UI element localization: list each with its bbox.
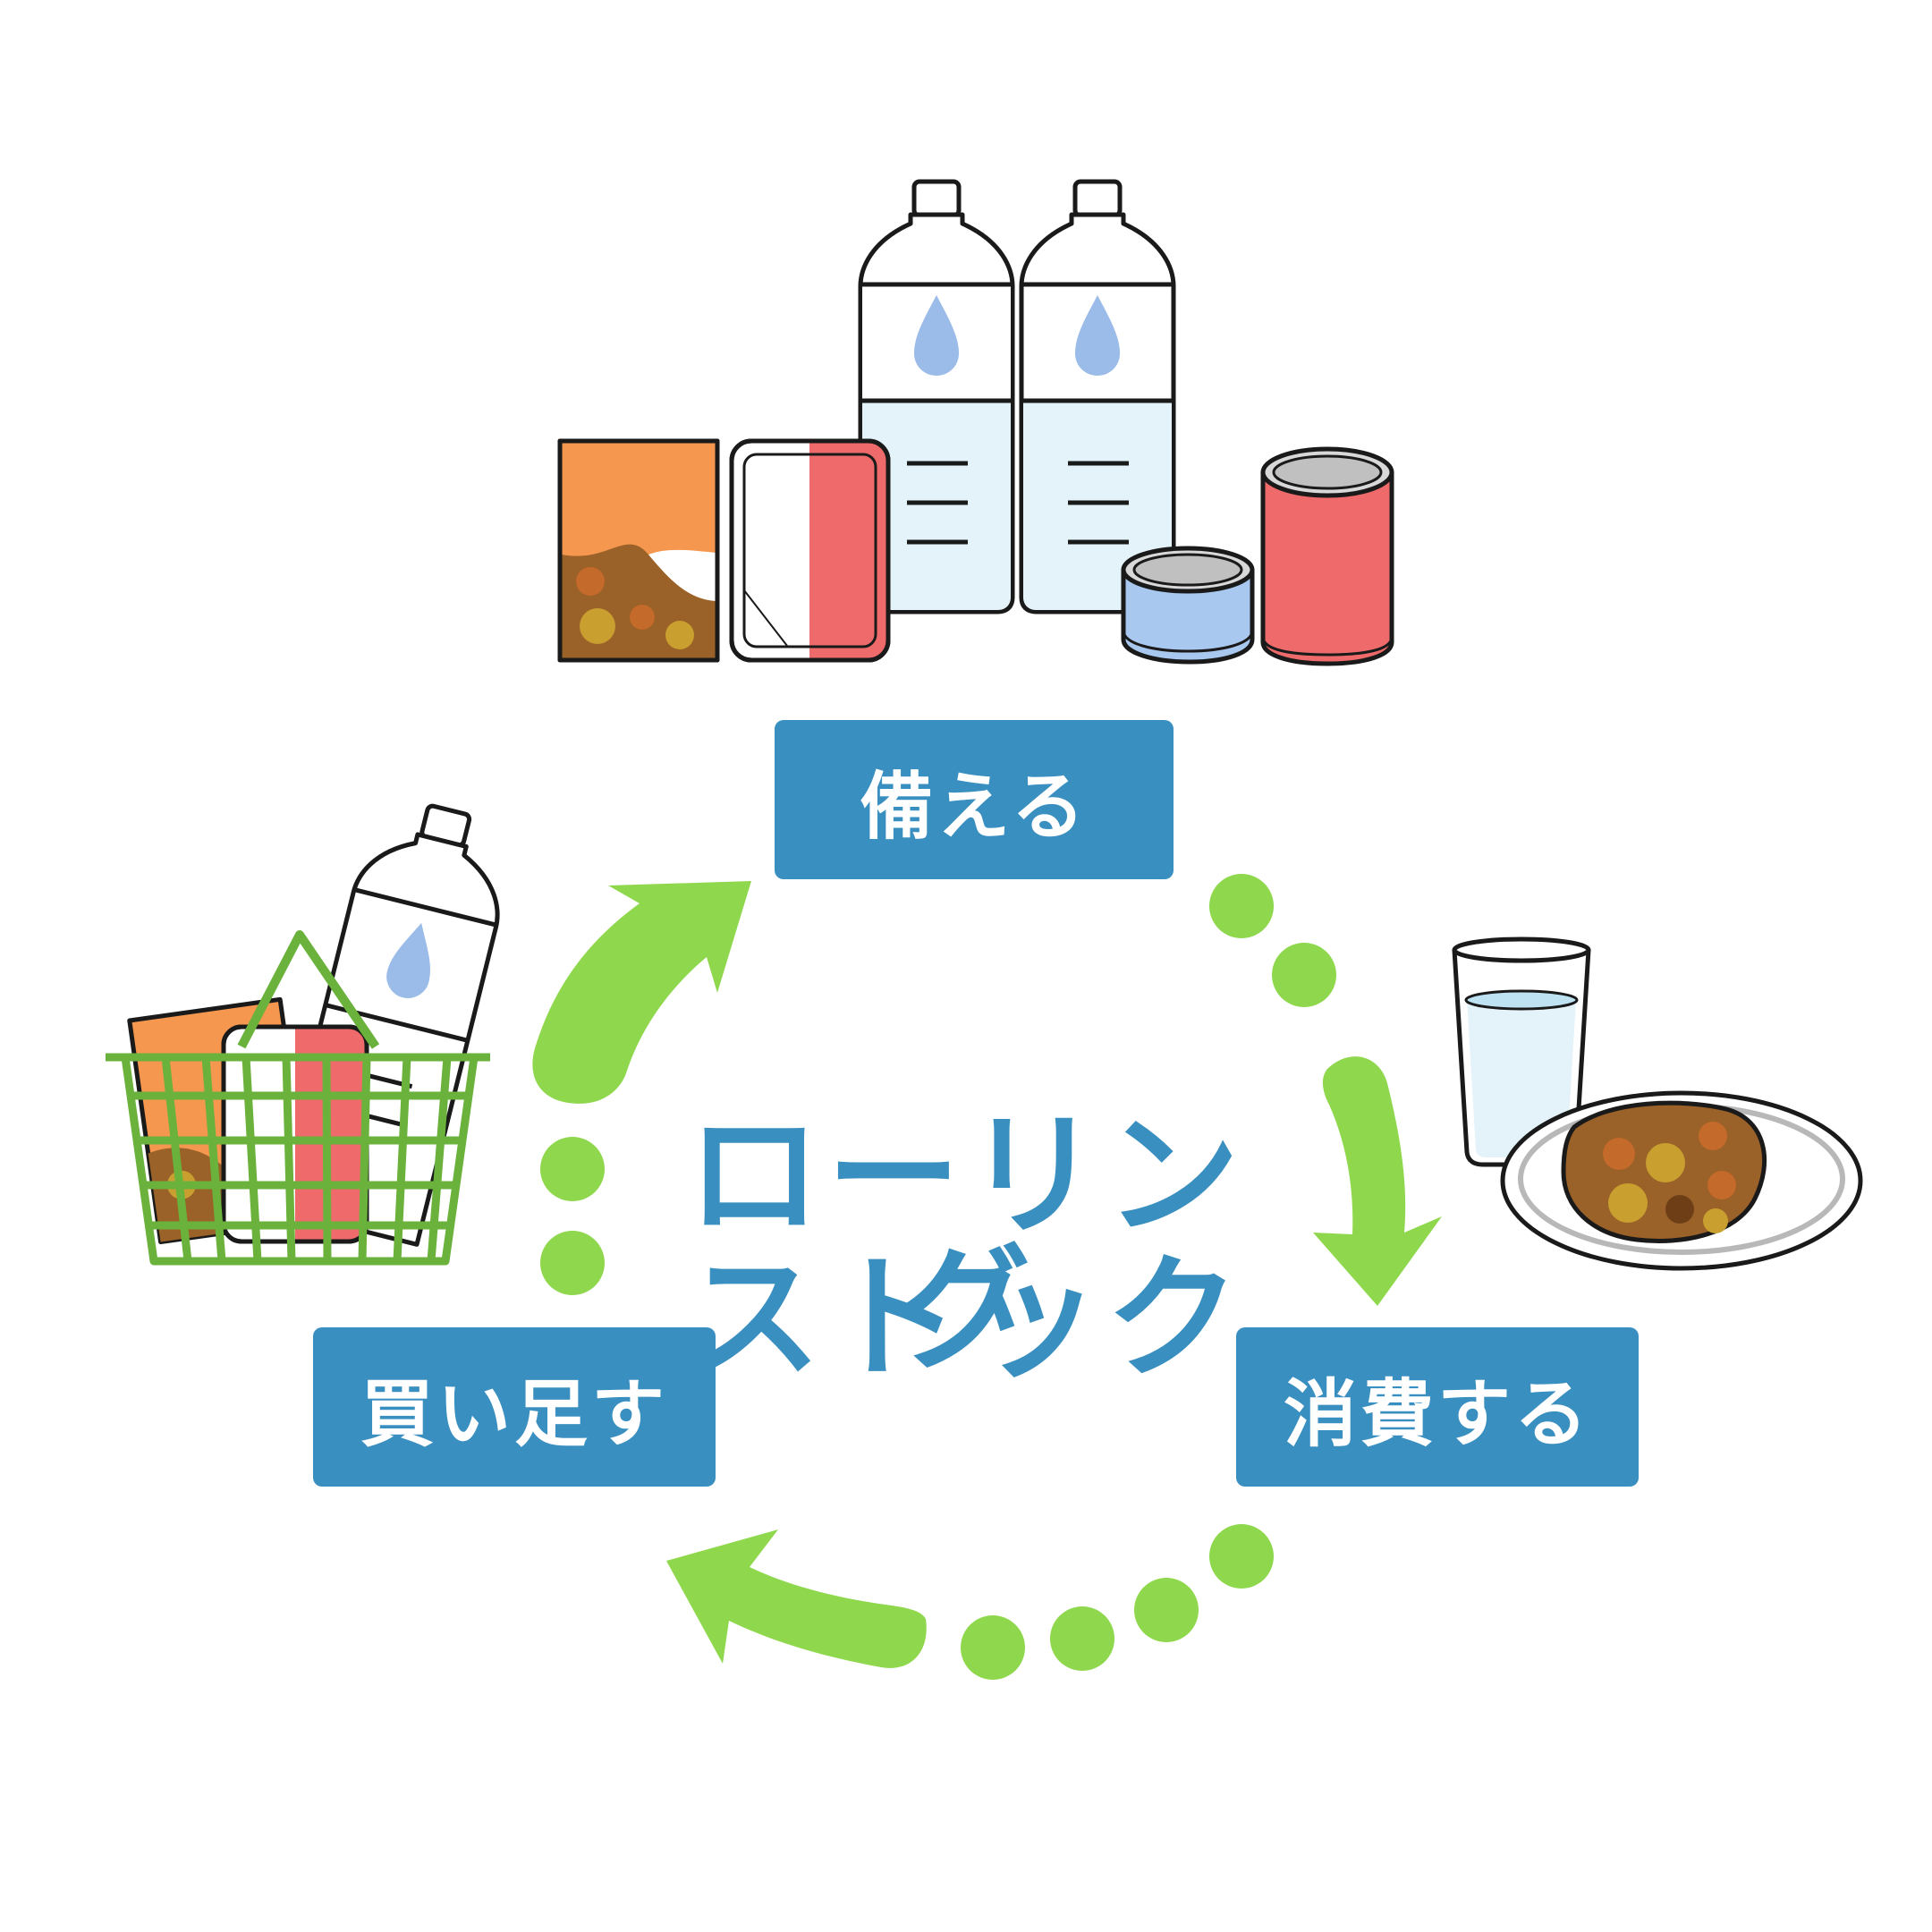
step-label-consume: 消費する: [1236, 1327, 1639, 1487]
curry-plate-icon: [1500, 1090, 1863, 1271]
food-can-icon: [1260, 446, 1394, 666]
cycle-dot: [1272, 943, 1336, 1007]
step-label-text: 買い足す: [360, 1371, 668, 1457]
basket-icon: [106, 1053, 490, 1266]
water-bottle-icon: [1019, 179, 1176, 614]
curry-and-water-illustration: [1452, 936, 1863, 1271]
step-label-prepare: 備える: [775, 720, 1174, 879]
rice-tray-icon: [729, 438, 891, 663]
step-label-text: 消費する: [1283, 1371, 1591, 1457]
step-label-text: 備える: [860, 764, 1089, 850]
shopping-basket-illustration: [106, 803, 500, 1266]
cycle-dot: [540, 1231, 605, 1295]
cycle-dot: [1134, 1578, 1199, 1642]
cycle-dot: [961, 1615, 1025, 1680]
cycle-arrows: [532, 874, 1442, 1680]
cycle-arrow-bottom: [666, 1530, 927, 1668]
tuna-can-icon: [1121, 546, 1255, 665]
step-label-restock: 買い足す: [313, 1327, 716, 1487]
center-title-line1: ローリング: [686, 1098, 1245, 1388]
water-bottle-icon: [858, 179, 1015, 614]
water-glass-icon: [1452, 936, 1591, 1167]
center-title-line2: ストック: [686, 1241, 1245, 1397]
cycle-dot: [1209, 1524, 1274, 1589]
cycle-arrow-left: [532, 881, 751, 1104]
cycle-dot: [1209, 874, 1274, 938]
curry-pouch-icon: [557, 438, 720, 663]
cycle-dot: [540, 1137, 605, 1201]
cycle-arrow-right: [1313, 1056, 1442, 1306]
cycle-dot: [1050, 1606, 1114, 1671]
stockpile-illustration: [557, 179, 1394, 666]
